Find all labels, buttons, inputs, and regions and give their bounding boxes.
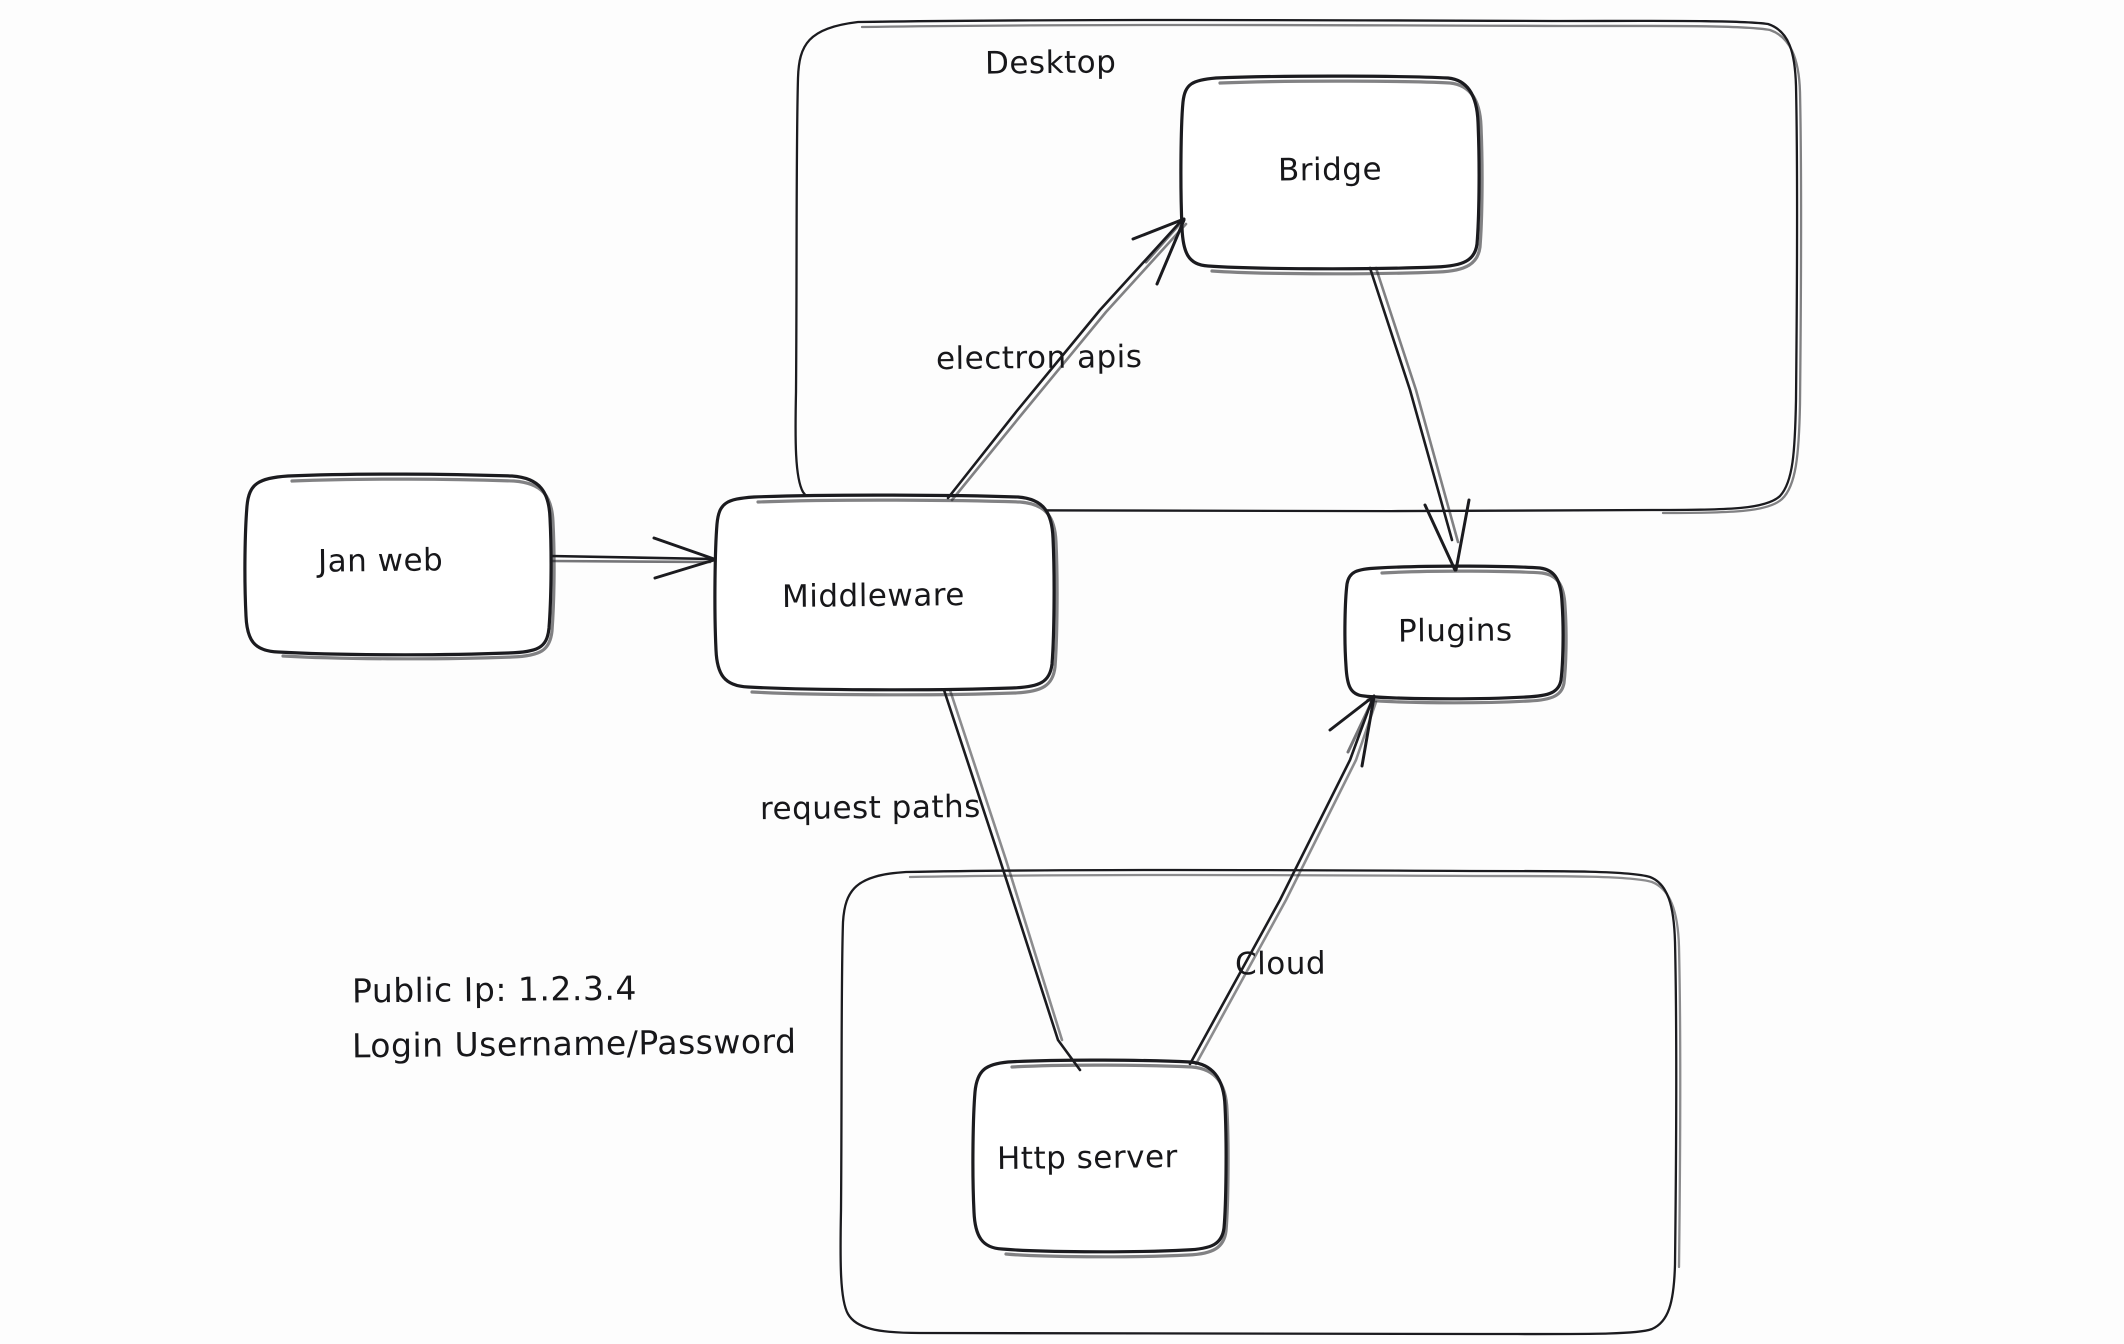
container-desktop-shape bbox=[794, 18, 1803, 515]
node-middleware-shape bbox=[713, 493, 1059, 697]
edge-bridge-to-plugins bbox=[1368, 266, 1471, 572]
node-label-jan-web: Jan web bbox=[317, 542, 444, 580]
edge-label-request-paths: request paths bbox=[759, 788, 982, 828]
container-label-desktop: Desktop bbox=[984, 44, 1117, 82]
container-label-cloud: Cloud bbox=[1234, 945, 1327, 983]
edge-middleware-to-httpserver bbox=[942, 688, 1082, 1072]
edge-httpserver-to-plugins bbox=[1188, 694, 1378, 1066]
edge-janweb-to-middleware bbox=[549, 536, 716, 580]
node-label-bridge: Bridge bbox=[1277, 151, 1383, 189]
container-cloud-shape bbox=[839, 868, 1682, 1336]
node-label-http-server: Http server bbox=[996, 1139, 1178, 1177]
edge-middleware-to-bridge bbox=[946, 217, 1188, 502]
node-jan-web-shape bbox=[243, 472, 556, 661]
edge-label-electron-apis: electron apis bbox=[935, 338, 1143, 378]
node-label-plugins: Plugins bbox=[1397, 612, 1513, 650]
note-public-ip: Public Ip: 1.2.3.4 bbox=[351, 968, 638, 1011]
node-plugins-shape bbox=[1343, 564, 1568, 705]
note-login-credentials: Login Username/Password bbox=[351, 1021, 797, 1066]
node-label-middleware: Middleware bbox=[781, 577, 966, 615]
node-bridge-shape bbox=[1179, 74, 1484, 276]
